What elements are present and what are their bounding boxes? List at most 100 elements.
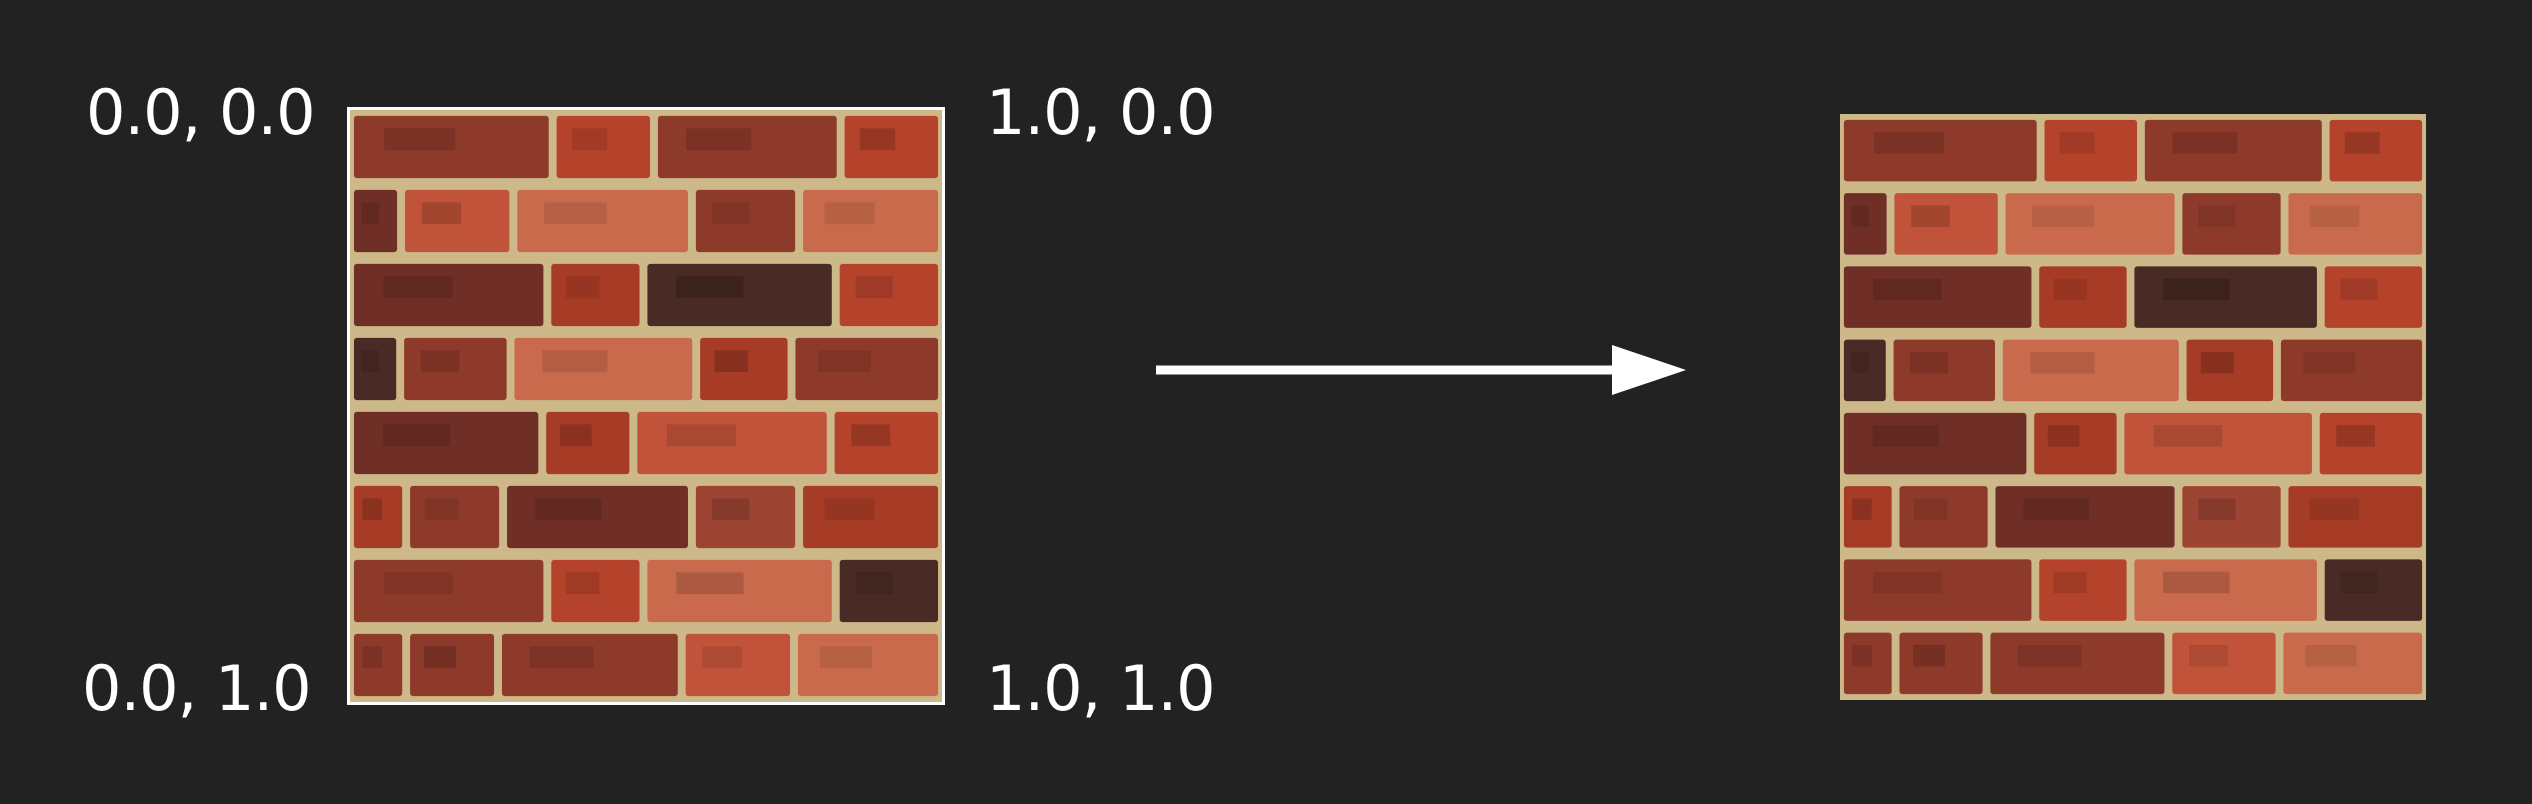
brick — [797, 633, 939, 697]
uv-label-top-right: 1.0, 0.0 — [986, 76, 1216, 149]
brick-shade — [384, 128, 456, 151]
brick — [2288, 193, 2423, 255]
brick-shade — [2053, 278, 2087, 301]
brick — [685, 633, 791, 697]
brick-shade — [685, 128, 752, 151]
brick-shade — [420, 350, 460, 373]
brick — [2002, 339, 2179, 402]
brick — [1893, 339, 1996, 402]
brick — [1843, 266, 2032, 328]
brick — [404, 189, 510, 253]
brick — [507, 485, 688, 549]
brick — [1843, 119, 2037, 182]
brick — [353, 559, 544, 623]
brick-shade — [361, 202, 380, 225]
brick — [844, 115, 939, 179]
brick — [839, 263, 939, 327]
brick — [839, 559, 939, 623]
brick-shade — [1851, 205, 1870, 227]
brick — [657, 115, 837, 179]
brick-shade — [851, 424, 891, 447]
brick-shade — [676, 572, 744, 595]
brick-shade — [423, 646, 457, 669]
brick-shade — [2162, 571, 2230, 594]
brick-shade — [535, 498, 602, 521]
uv-label-bottom-right: 1.0, 1.0 — [986, 652, 1216, 725]
brick — [803, 189, 939, 253]
brick-shade — [571, 128, 608, 151]
brick — [2034, 412, 2117, 475]
brick-texture-result — [1840, 114, 2426, 700]
brick-shade — [824, 202, 875, 225]
brick-shade — [1873, 278, 1942, 301]
brick-shade — [1872, 425, 1940, 447]
brick — [2172, 632, 2276, 695]
brick — [546, 411, 630, 475]
brick-shade — [2023, 498, 2089, 520]
brick-texture-source — [350, 110, 942, 702]
brick-shade — [2053, 571, 2087, 594]
brick-shade — [714, 350, 748, 373]
brick-shade — [2059, 132, 2095, 154]
brick — [2039, 559, 2127, 621]
brick — [353, 263, 544, 327]
brick-shade — [362, 646, 383, 669]
arrow-head — [1612, 345, 1686, 395]
brick-shade — [2032, 205, 2094, 227]
brick-shade — [361, 350, 380, 373]
brick — [1843, 486, 1892, 548]
brick — [517, 189, 688, 253]
brick — [551, 559, 640, 623]
brick — [551, 263, 640, 327]
brick-shade — [711, 202, 750, 225]
brick-shade — [2200, 351, 2234, 374]
brick — [1843, 632, 1892, 695]
brick — [2288, 486, 2423, 548]
brick — [2182, 486, 2281, 548]
brick — [695, 485, 796, 549]
brick — [637, 411, 827, 475]
brick-shade — [1873, 132, 1945, 154]
brick — [2319, 412, 2423, 475]
brick — [1843, 193, 1887, 255]
brick — [2324, 559, 2423, 621]
brick-shade — [1852, 498, 1872, 520]
brick-shade — [2340, 571, 2378, 594]
brick — [1899, 632, 1983, 695]
brick — [1899, 486, 1988, 548]
brick-shade — [1913, 498, 1948, 520]
brick-shade — [2030, 351, 2095, 374]
brick-shade — [2198, 205, 2236, 227]
brick-shade — [666, 424, 736, 447]
brick — [1843, 559, 2032, 621]
brick-shade — [383, 572, 453, 595]
brick-shade — [529, 646, 594, 669]
brick-shade — [2153, 425, 2223, 447]
brick — [2134, 266, 2317, 328]
brick — [1894, 193, 1998, 255]
brick-shade — [2162, 278, 2230, 301]
brick-shade — [859, 128, 896, 151]
brick — [1843, 339, 1886, 402]
brick — [514, 337, 693, 401]
brick-shade — [676, 276, 744, 299]
source-texture-image — [347, 107, 945, 705]
brick-shade — [2336, 425, 2375, 447]
brick-shade — [2344, 132, 2380, 154]
brick-shade — [2172, 132, 2238, 154]
uv-label-bottom-left: 0.0, 1.0 — [82, 652, 312, 725]
brick — [2324, 266, 2423, 328]
brick — [2329, 119, 2423, 182]
brick — [410, 485, 500, 549]
result-texture-image — [1840, 114, 2426, 700]
brick — [353, 337, 397, 401]
brick — [2144, 119, 2322, 182]
brick — [2044, 119, 2138, 182]
brick-shade — [711, 498, 750, 521]
brick — [2182, 193, 2281, 255]
brick-shade — [1873, 571, 1942, 594]
brick — [2005, 193, 2175, 255]
brick — [834, 411, 939, 475]
brick — [2134, 559, 2317, 621]
brick-shade — [559, 424, 592, 447]
